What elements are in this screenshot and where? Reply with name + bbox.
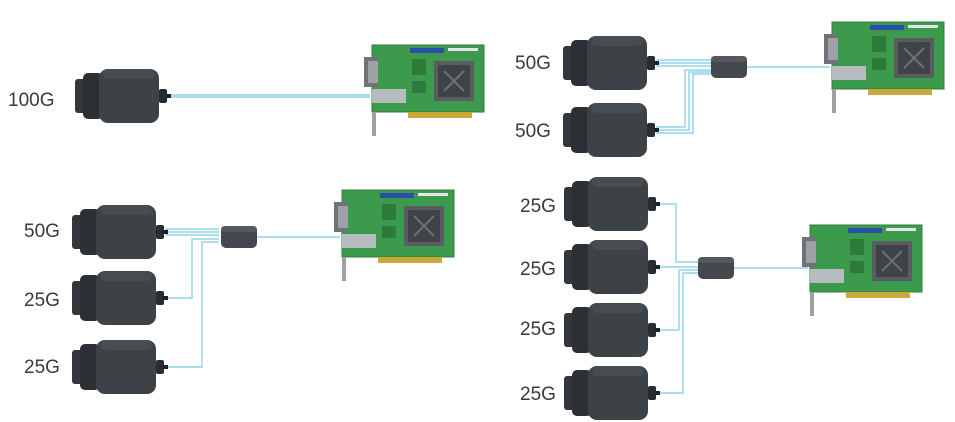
camera-icon <box>564 366 660 420</box>
camera-icon <box>72 205 168 259</box>
camera-icon <box>564 240 660 294</box>
config-50g-2x25g: 50G 25G 25G <box>24 189 455 394</box>
breakout-splitter-icon <box>698 257 734 279</box>
speed-label-25g: 25G <box>520 259 556 280</box>
cable <box>165 238 219 299</box>
camera-icon <box>564 303 660 357</box>
breakout-splitter-icon <box>711 56 747 78</box>
speed-label-50g: 50G <box>515 53 551 74</box>
speed-label-25g: 25G <box>520 384 556 405</box>
frame-grabber-card-icon <box>823 21 945 114</box>
camera-icon <box>72 340 168 394</box>
frame-grabber-card-icon <box>801 224 923 317</box>
cable <box>656 71 711 131</box>
breakout-splitter-icon <box>221 226 257 248</box>
camera-icon <box>564 177 660 231</box>
speed-label-25g: 25G <box>24 290 60 311</box>
speed-label-25g: 25G <box>520 319 556 340</box>
cable <box>656 73 711 134</box>
cable <box>165 241 219 368</box>
cable <box>657 272 698 394</box>
camera-icon <box>72 271 168 325</box>
frame-grabber-card-icon <box>363 44 485 137</box>
config-100g: 100G <box>8 44 485 137</box>
speed-label-25g: 25G <box>520 196 556 217</box>
config-2x50g: 50G 50G <box>515 21 945 157</box>
speed-label-25g: 25G <box>24 357 60 378</box>
frame-grabber-card-icon <box>333 189 455 282</box>
cable <box>657 269 698 331</box>
config-4x25g: 25G 25G 25G 25G <box>520 177 923 420</box>
cable <box>656 69 711 128</box>
camera-icon <box>563 103 659 157</box>
speed-label-50g: 50G <box>24 221 60 242</box>
camera-icon <box>75 69 171 123</box>
camera-icon <box>563 36 659 90</box>
cable <box>657 203 698 263</box>
speed-label-50g: 50G <box>515 121 551 142</box>
speed-label-100g: 100G <box>8 90 54 111</box>
